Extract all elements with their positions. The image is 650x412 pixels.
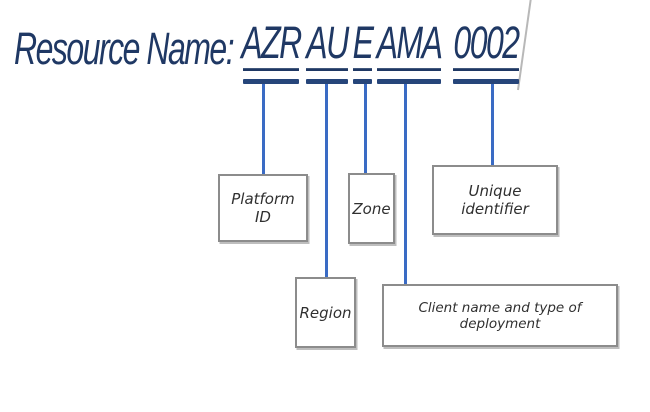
label-box-unique-identifier: Unique identifier [432,165,558,235]
connector-line-region [325,84,328,277]
connector-line-unique-identifier [491,84,494,165]
underline-bar-region [306,79,348,84]
segment-code-region: AU [306,20,349,71]
resource-name-label: Resource Name: [14,22,235,74]
label-text-client-deployment: Client name and type of deployment [418,299,582,332]
segment-code-unique-identifier: 0002 [453,20,520,71]
label-box-platform-id: Platform ID [218,174,308,242]
underline-bar-client [377,79,441,84]
segment-code-client: AMA [377,20,443,71]
diagram-title: Resource Name: AZR AU E AMA 0002 [0,13,650,71]
segment-code-zone: E [353,20,374,71]
label-text-region: Region [299,303,352,322]
label-text-platform-id: Platform ID [231,190,295,226]
connector-line-zone [364,84,367,173]
label-text-zone: Zone [352,199,391,218]
label-box-zone: Zone [348,173,395,244]
segment-code-platform-id: AZR [241,20,302,71]
label-box-client-deployment: Client name and type of deployment [382,284,618,347]
underline-bar-zone [353,79,372,84]
underline-bar-platform-id [243,79,299,84]
label-box-region: Region [295,277,356,348]
underline-bar-unique-identifier [453,79,519,84]
connector-line-platform-id [262,84,265,174]
connector-line-client [404,84,407,285]
label-text-unique-identifier: Unique identifier [461,182,529,218]
